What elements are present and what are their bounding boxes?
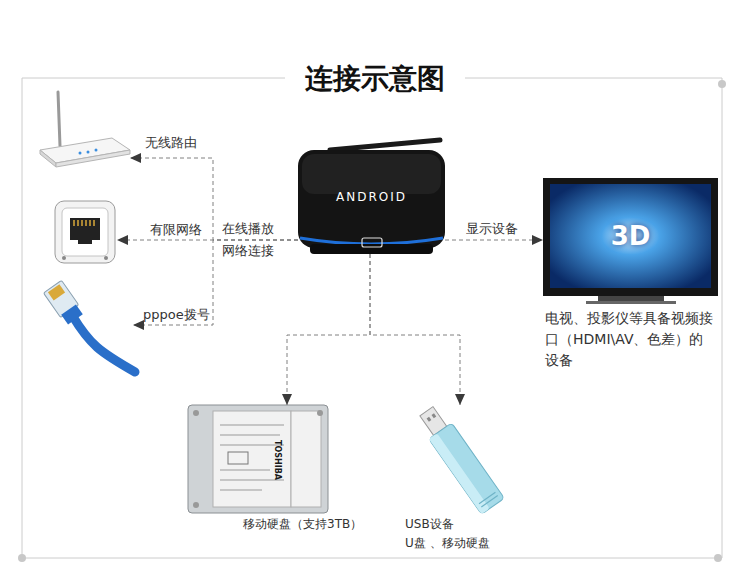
frame-line — [22, 558, 722, 559]
ethernet-port-icon — [55, 201, 115, 263]
frame-line — [722, 78, 723, 558]
network-cable-icon — [43, 280, 135, 372]
connector-arrow — [287, 254, 370, 405]
node-text: pppoe拨号 — [143, 307, 210, 323]
usb-device: USB设备U盘 、移动硬盘 — [418, 405, 506, 517]
frame-dot — [18, 554, 26, 562]
router: 无线路由 — [37, 95, 130, 165]
frame-line — [22, 78, 285, 79]
frame-line — [465, 78, 722, 79]
brand-label: TOSHIBA — [272, 440, 282, 480]
node-text: ANDROID — [298, 190, 445, 205]
node-text: USB设备 — [405, 517, 454, 532]
wired-network: 有限网络 — [55, 200, 117, 265]
display-device: 3D电视、投影仪等具备视频接口（HDMI\AV、色差）的设备 — [543, 178, 718, 298]
hard-disk: 移动硬盘（支持3TB） — [188, 405, 328, 513]
node-text: 电视、投影仪等具备视频接口（HDMI\AV、色差）的设备 — [545, 308, 717, 371]
android-box: ANDROID — [298, 150, 445, 254]
frame-dot — [714, 554, 722, 562]
connector-arrow — [445, 240, 543, 241]
frame-dot — [718, 80, 726, 88]
edge-label: 显示设备 — [466, 221, 518, 237]
hard-disk-icon — [188, 405, 328, 513]
trunk-label: 在线播放 网络连接 — [222, 218, 279, 262]
usb-stick-icon — [415, 403, 504, 514]
android-box-icon — [298, 140, 445, 254]
connector-arrow — [370, 254, 460, 405]
node-text: 移动硬盘（支持3TB） — [243, 517, 362, 532]
router-icon — [40, 92, 130, 167]
frame — [22, 78, 722, 558]
node-text: U盘 、移动硬盘 — [405, 536, 490, 551]
node-text: 有限网络 — [150, 222, 202, 238]
node-text: 无线路由 — [145, 135, 197, 151]
node-text: 3D — [543, 220, 718, 253]
diagram-title: 连接示意图 — [305, 60, 445, 98]
connector-arrow — [117, 240, 298, 241]
frame-line — [22, 78, 23, 558]
pppoe-cable: pppoe拨号 — [45, 283, 133, 378]
tv-icon — [543, 178, 718, 304]
